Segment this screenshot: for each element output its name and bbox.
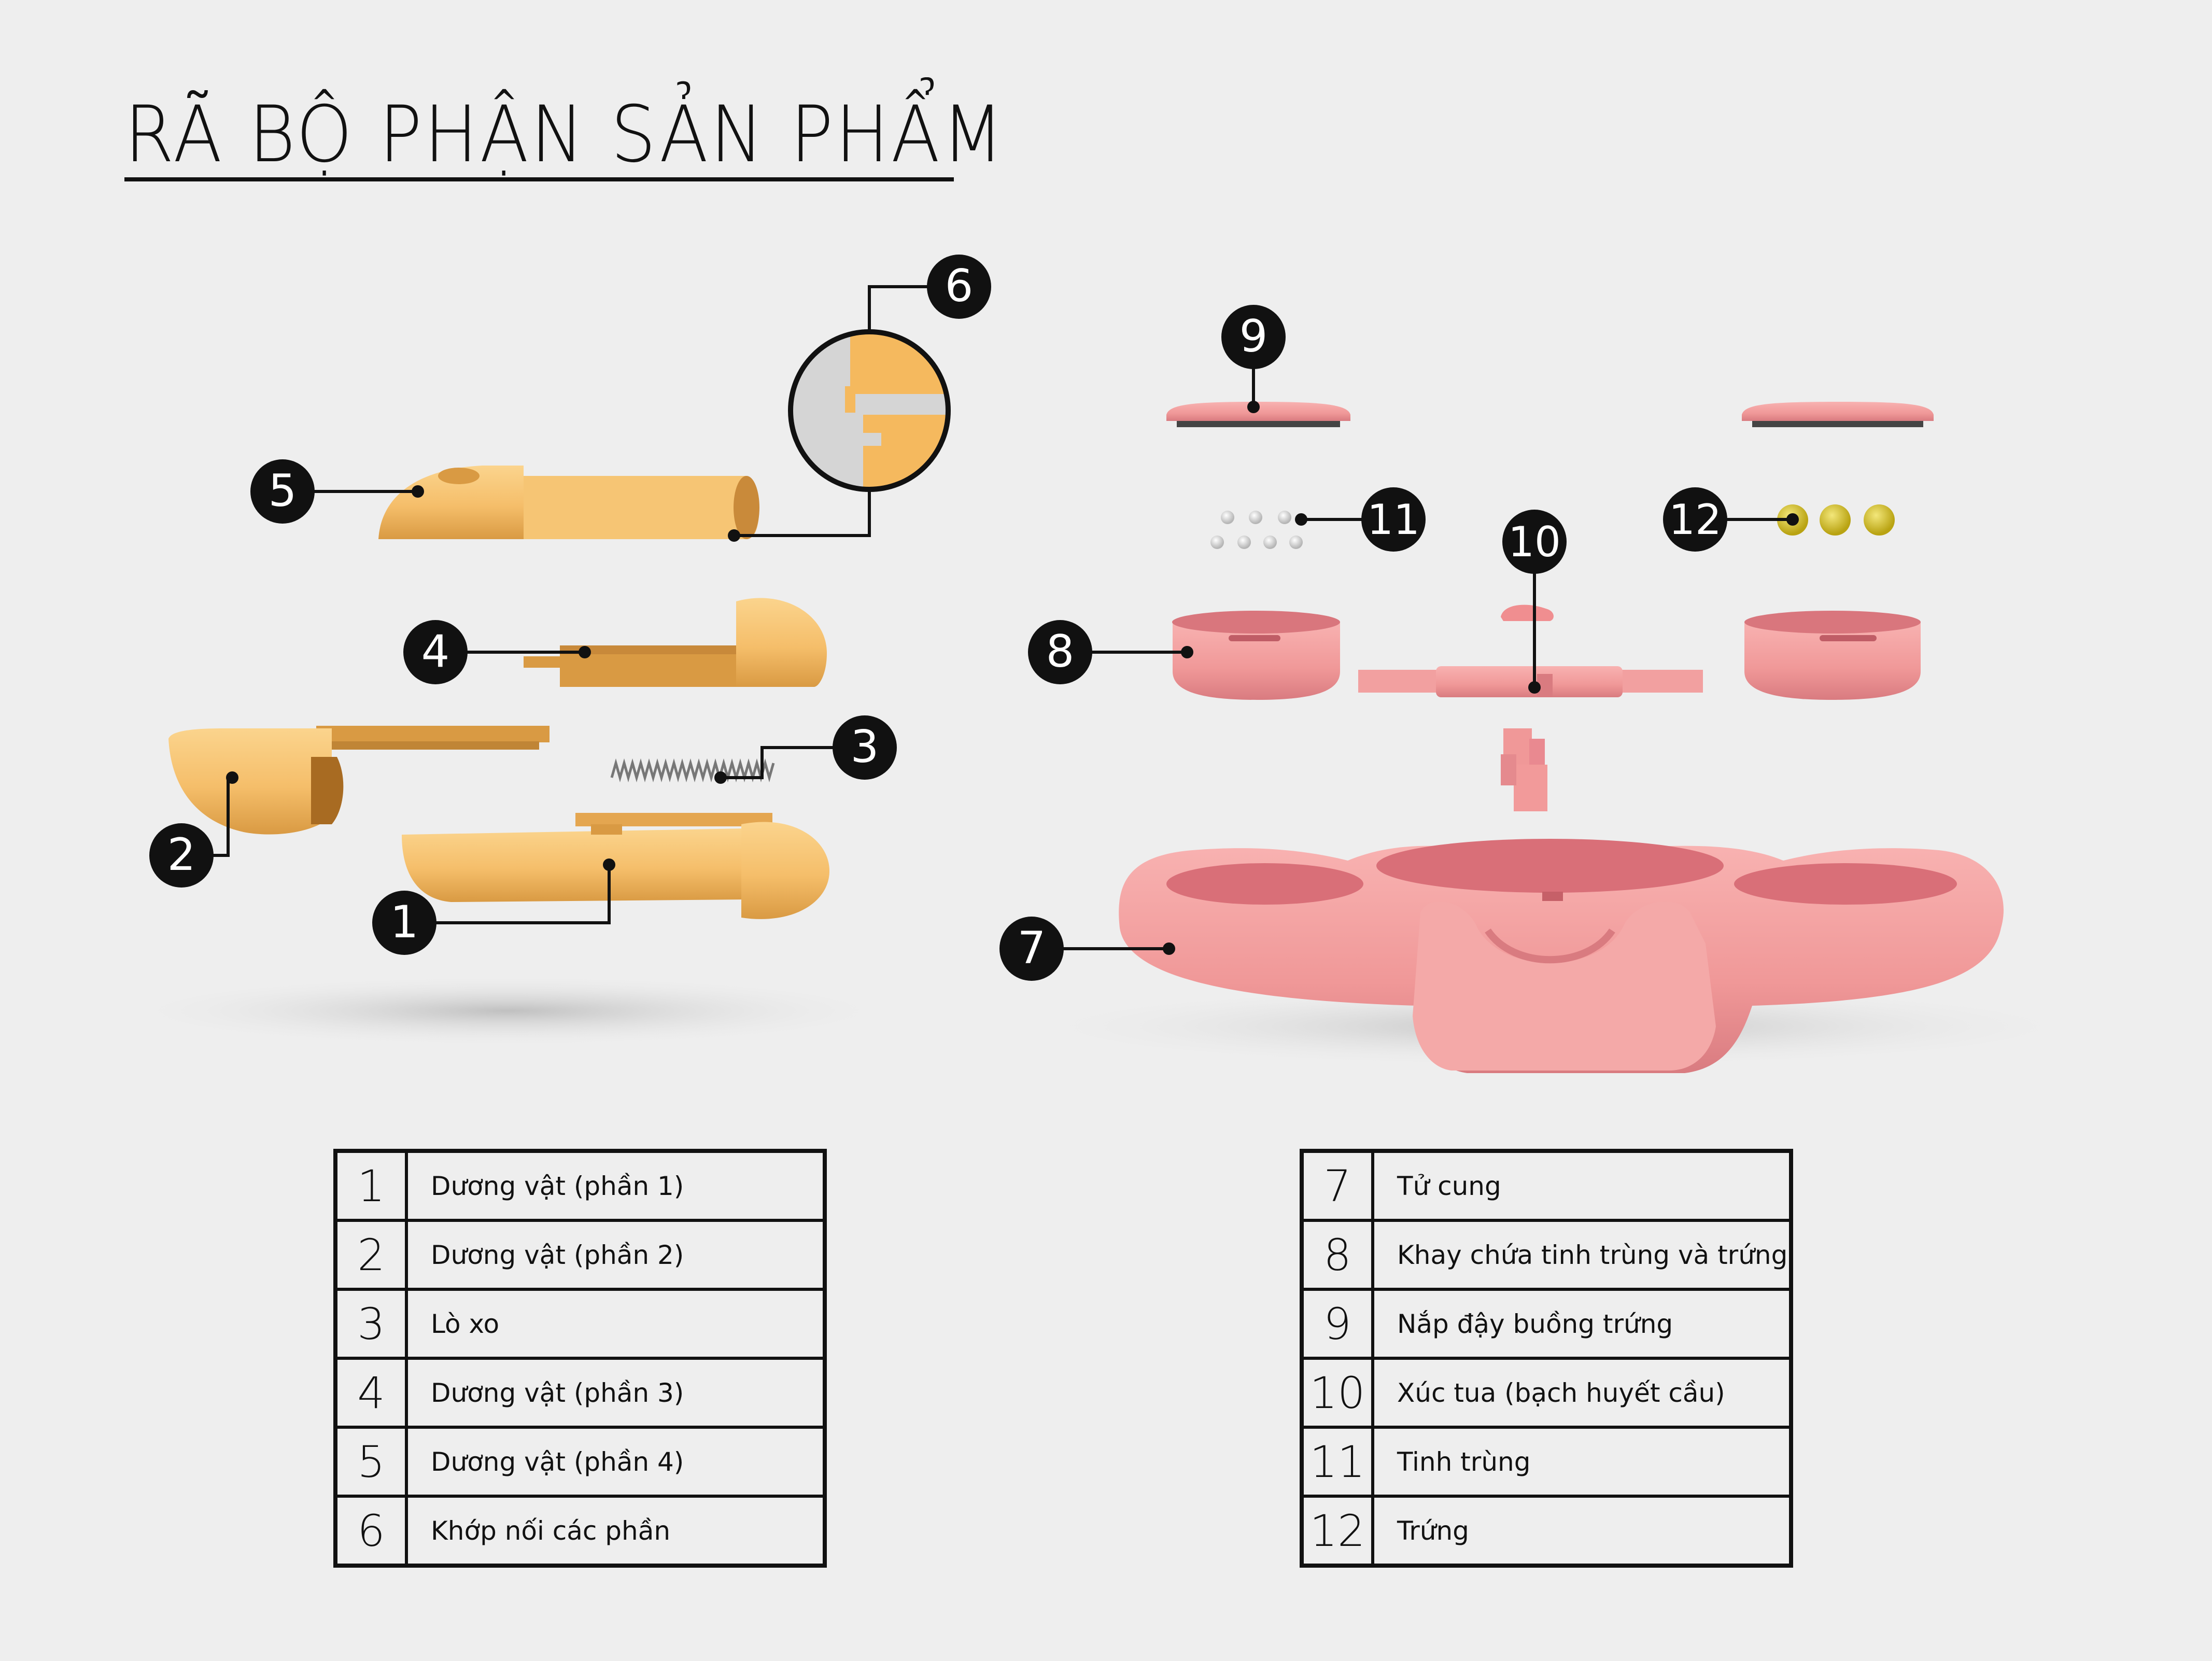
leader-1	[404, 865, 611, 924]
part-5-shape	[378, 466, 759, 539]
leader-6	[734, 489, 871, 537]
part-12-eggs	[1777, 504, 1895, 536]
svg-text:7: 7	[1018, 922, 1046, 974]
part-4-shape	[524, 598, 827, 687]
row-label: Nắp đậy buồng trứng	[1371, 1288, 1793, 1360]
title-underline	[124, 177, 954, 181]
callout-dots	[226, 401, 1799, 955]
row-number: 6	[334, 1495, 408, 1567]
svg-text:9: 9	[1239, 311, 1268, 362]
part-2-shape	[168, 726, 550, 835]
callout-2: 2	[149, 823, 214, 888]
svg-text:4: 4	[421, 626, 450, 678]
left-floor-shadow	[114, 975, 902, 1047]
row-label: Xúc tua (bạch huyết cầu)	[1371, 1357, 1793, 1429]
svg-text:2: 2	[167, 829, 196, 881]
callout-badges: 1 2 3 4 5 6 7 8 9 10 11 12	[149, 255, 1727, 981]
callout-6: 6	[927, 255, 991, 319]
row-number: 7	[1300, 1149, 1374, 1222]
part-8-tray-left	[1172, 611, 1340, 700]
callout-4: 4	[403, 620, 468, 684]
row-number: 12	[1300, 1495, 1374, 1567]
part-10-tentacles	[1358, 604, 1703, 811]
svg-text:8: 8	[1046, 626, 1075, 678]
part-1-shape	[402, 813, 829, 919]
row-number: 9	[1300, 1288, 1374, 1360]
row-number: 2	[334, 1219, 408, 1291]
leader-3	[721, 746, 865, 779]
row-number: 1	[334, 1149, 408, 1222]
page-title: RÃ BỘ PHẬN SẢN PHẨM	[124, 90, 1006, 180]
row-number: 4	[334, 1357, 408, 1429]
callout-5: 5	[250, 459, 315, 524]
svg-text:5: 5	[269, 465, 297, 517]
callout-9: 9	[1221, 305, 1286, 369]
row-label: Tử cung	[1371, 1149, 1793, 1222]
row-label: Khay chứa tinh trùng và trứng	[1371, 1219, 1793, 1291]
callout-3: 3	[833, 715, 897, 780]
callout-11: 11	[1361, 487, 1426, 552]
part-6-joint-detail	[788, 329, 951, 492]
svg-text:12: 12	[1669, 496, 1722, 544]
part-11-sperm	[1210, 511, 1303, 549]
row-label: Tinh trùng	[1371, 1426, 1793, 1498]
svg-text:3: 3	[851, 721, 879, 773]
callout-1: 1	[372, 891, 436, 955]
row-label: Lò xo	[405, 1288, 826, 1360]
part-9-lid-right	[1742, 402, 1934, 427]
svg-text:11: 11	[1367, 496, 1420, 544]
row-number: 3	[334, 1288, 408, 1360]
row-number: 5	[334, 1426, 408, 1498]
callout-8: 8	[1028, 620, 1092, 684]
callout-12: 12	[1663, 487, 1727, 552]
callout-leaders	[181, 285, 1793, 950]
svg-text:1: 1	[390, 896, 419, 948]
callout-10: 10	[1502, 510, 1567, 574]
row-label: Dương vật (phần 3)	[405, 1357, 826, 1429]
part-9-lid-left	[1166, 402, 1350, 427]
row-label: Dương vật (phần 4)	[405, 1426, 826, 1498]
part-3-spring	[610, 758, 775, 783]
row-number: 11	[1300, 1426, 1374, 1498]
row-number: 10	[1300, 1357, 1374, 1429]
row-number: 8	[1300, 1219, 1374, 1291]
row-label: Trứng	[1371, 1495, 1793, 1567]
svg-text:6: 6	[945, 260, 974, 312]
part-8-tray-right	[1744, 611, 1921, 700]
row-label: Khớp nối các phần	[405, 1495, 826, 1567]
row-label: Dương vật (phần 1)	[405, 1149, 826, 1222]
row-label: Dương vật (phần 2)	[405, 1219, 826, 1291]
svg-text:10: 10	[1508, 518, 1561, 566]
part-7-uterus-base	[1119, 839, 2004, 1073]
callout-7: 7	[999, 917, 1064, 981]
